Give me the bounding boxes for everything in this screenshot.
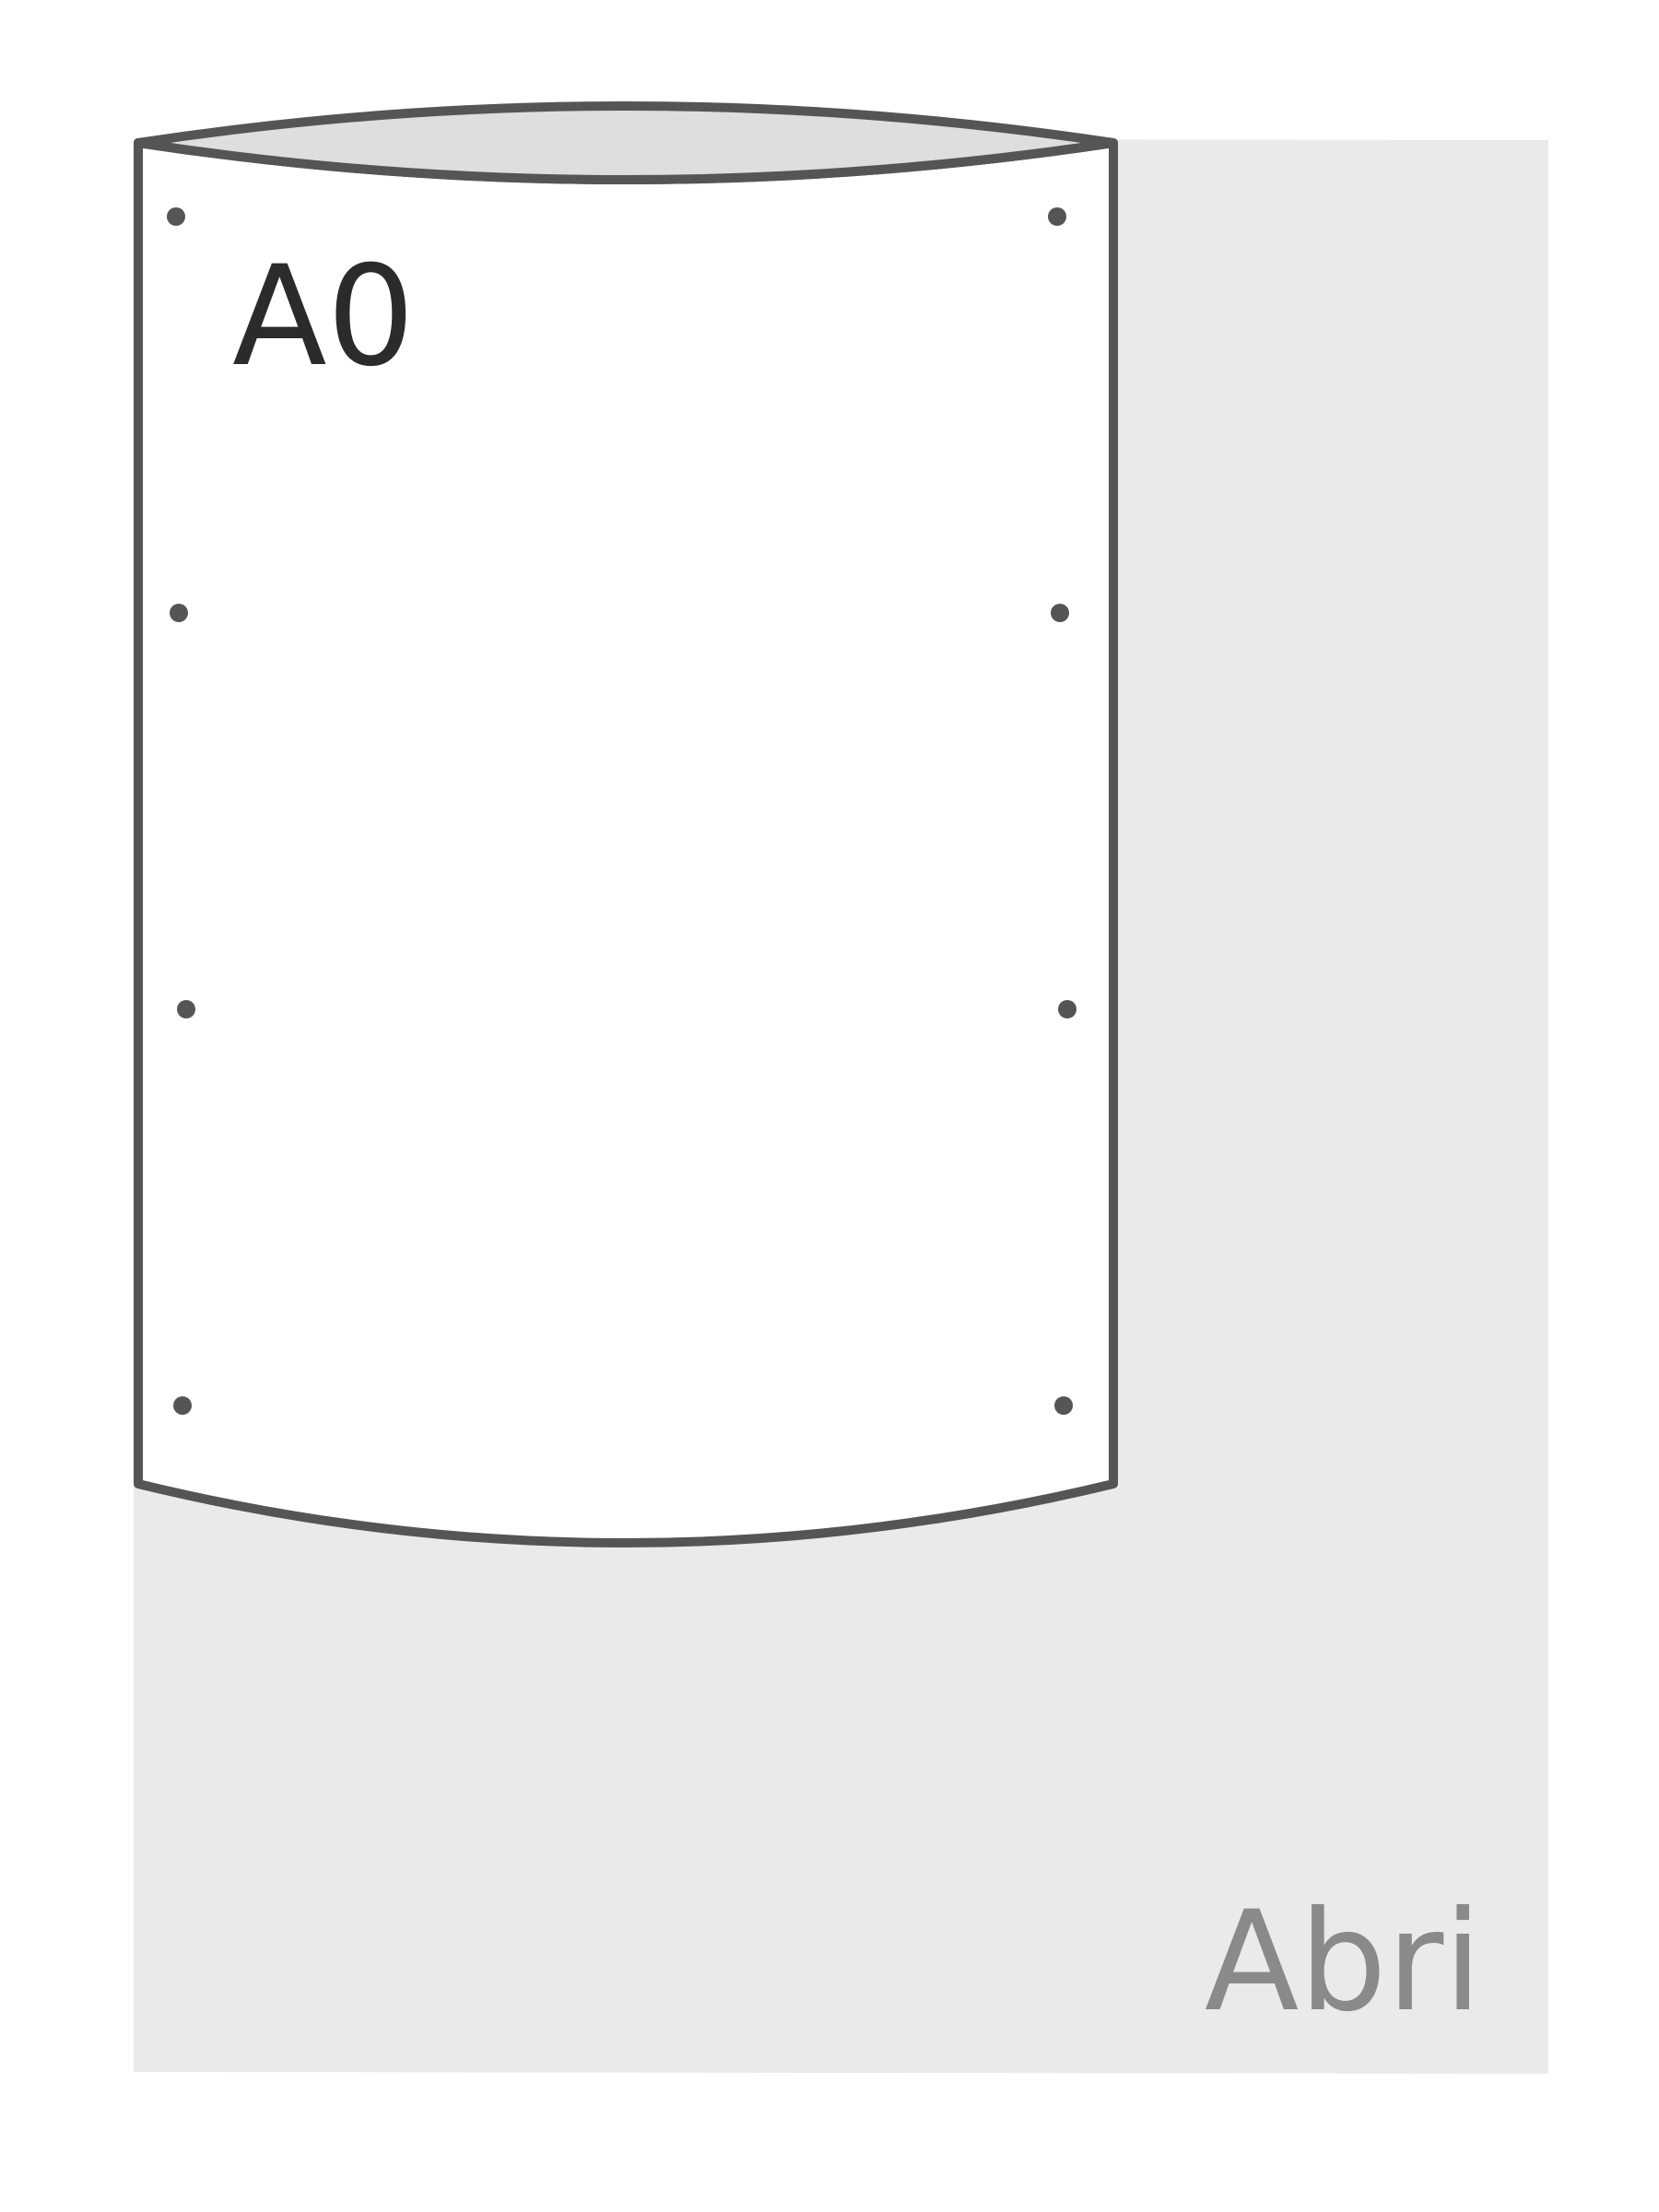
- fastener-dot: [1048, 207, 1066, 226]
- poster-format-label: A0: [232, 237, 415, 397]
- fastener-dot: [173, 1396, 192, 1415]
- fasteners-right: [1048, 207, 1077, 1415]
- shelter-label: Abri: [1205, 1882, 1482, 2042]
- fastener-dot: [1051, 604, 1069, 622]
- fastener-dot: [177, 1000, 195, 1018]
- fastener-dot: [170, 604, 188, 622]
- poster-column-top-rim: [134, 101, 1118, 184]
- fastener-dot: [1058, 1000, 1077, 1018]
- fastener-dot: [1054, 1396, 1073, 1415]
- fastener-dot: [167, 207, 185, 226]
- fasteners-left: [167, 207, 195, 1415]
